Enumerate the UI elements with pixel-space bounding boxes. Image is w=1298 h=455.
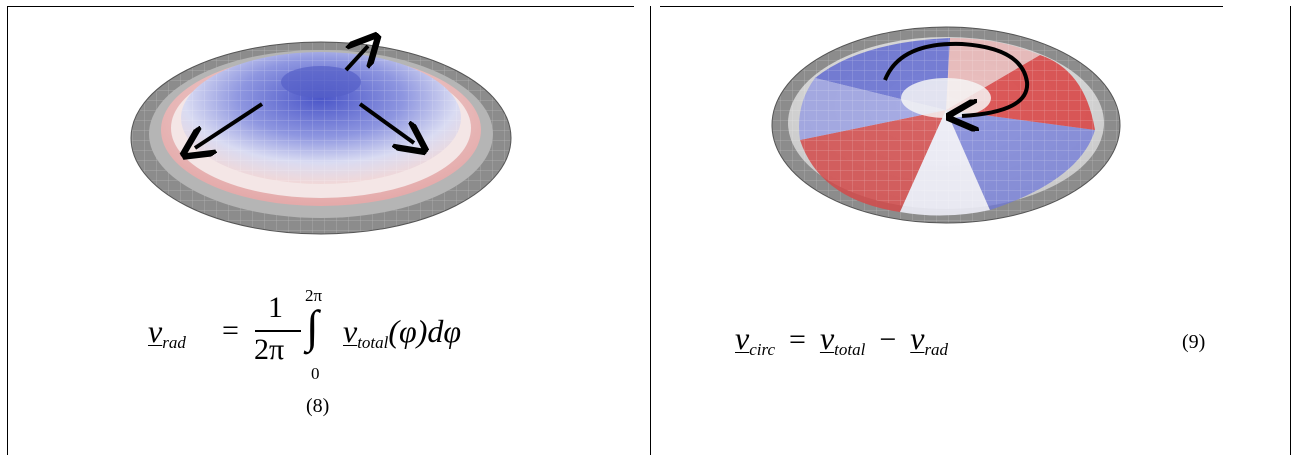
- circulation-arrow: [883, 41, 1030, 116]
- eq9-equals: =: [789, 323, 806, 356]
- eq9-v-total: v: [819, 320, 835, 356]
- arrow-down-right: [358, 102, 414, 143]
- table-left-border: [7, 6, 8, 455]
- eq8-upper-limit: 2π: [305, 286, 323, 305]
- table-right-border: [1290, 6, 1291, 455]
- eq8-integral-sign: ∫: [306, 301, 319, 352]
- arrow-down-left: [195, 102, 264, 148]
- eq8-lower-limit: 0: [311, 364, 320, 383]
- equation-number-9: (9): [1182, 331, 1206, 353]
- eq8-v: v: [148, 313, 163, 349]
- eq8-numerator: 1: [268, 291, 283, 324]
- eq8-sub-total: total: [357, 333, 389, 352]
- arrow-up-right: [344, 46, 368, 72]
- table-middle-border: [650, 6, 651, 455]
- eq8-argument: (φ)dφ: [388, 313, 462, 349]
- eq9-minus: −: [879, 323, 897, 356]
- eq8-fraction-bar: [255, 330, 301, 332]
- radial-velocity-disc-figure: [130, 42, 512, 235]
- eq9-sub-rad: rad: [924, 340, 949, 359]
- eq8-v-total: v: [343, 313, 358, 349]
- eq9-sub-circ: circ: [749, 340, 776, 359]
- eq8-denominator: 2π: [254, 333, 285, 366]
- eq8-sub-rad: rad: [162, 333, 186, 352]
- eq9-v: v: [735, 320, 750, 356]
- equation-number-8: (8): [306, 395, 330, 417]
- eq8-equals: =: [222, 314, 239, 347]
- eq9-v-rad: v: [910, 320, 925, 356]
- circulating-velocity-disc-figure: [771, 26, 1121, 224]
- table-top-border-left: [7, 6, 634, 7]
- eq9-sub-total: total: [834, 340, 866, 359]
- table-top-border-right: [660, 6, 1223, 7]
